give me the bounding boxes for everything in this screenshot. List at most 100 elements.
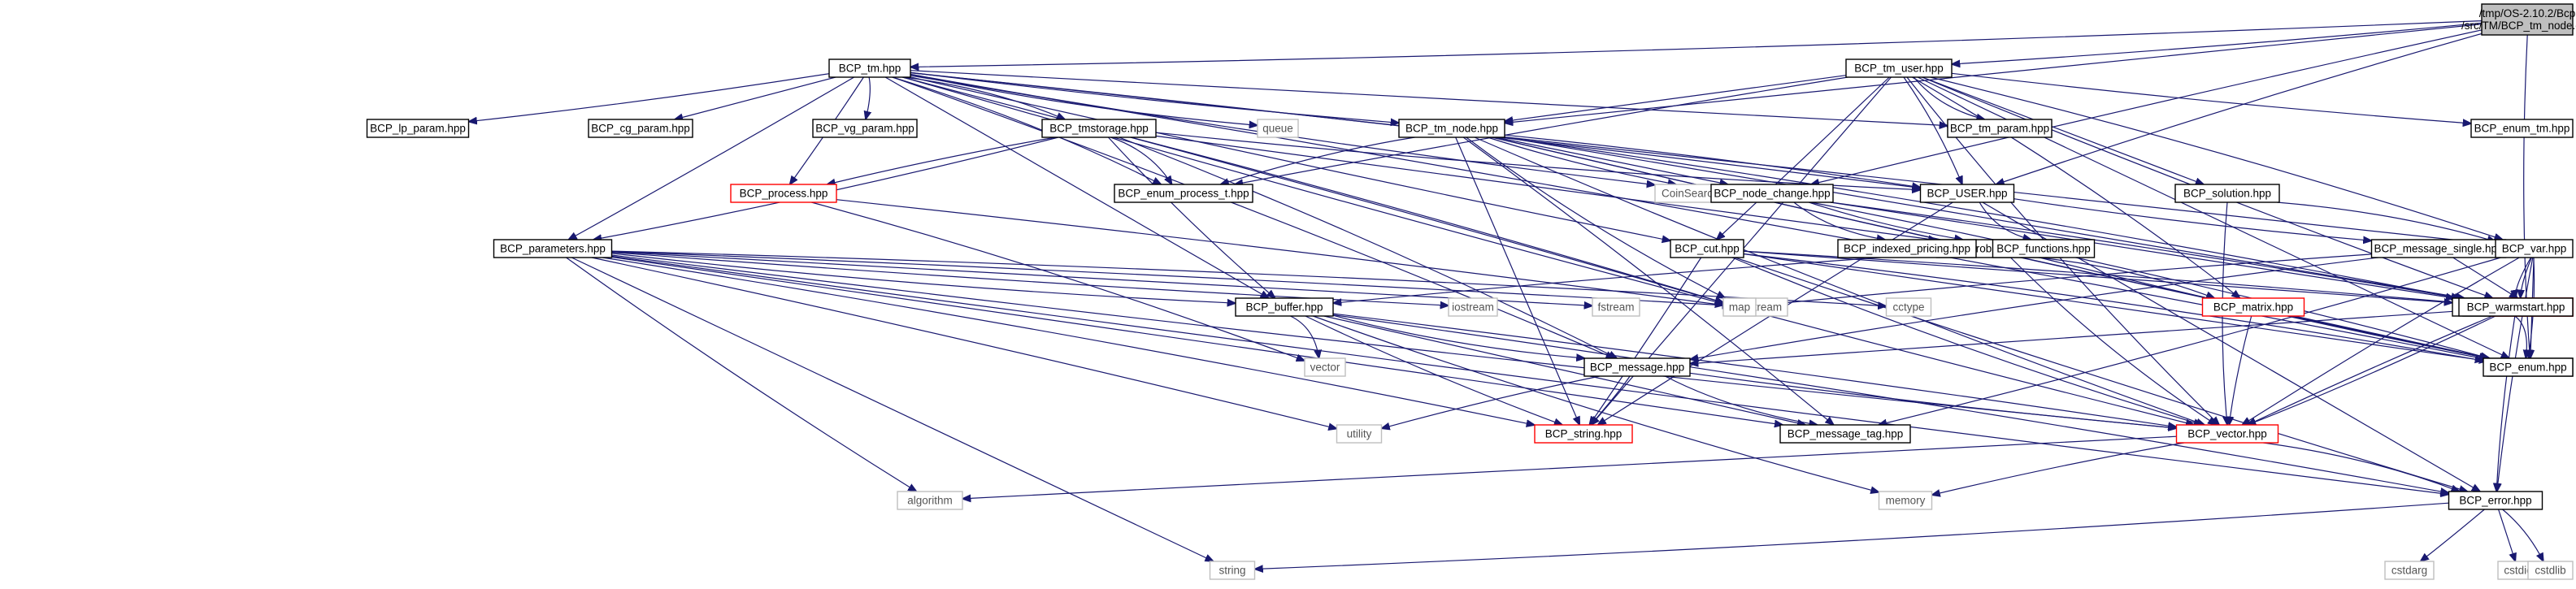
edge-bcp_vector-to-bcp_error — [2263, 442, 2459, 492]
edges-layer — [469, 20, 2543, 570]
node-label: vector — [1310, 362, 1340, 374]
node-label: map — [1729, 301, 1750, 314]
node-label: BCP_matrix.hpp — [2213, 301, 2293, 314]
node-map[interactable]: map — [1722, 297, 1757, 317]
node-bcp-solution[interactable]: BCP_solution.hpp — [2174, 184, 2280, 203]
node-box — [730, 184, 837, 203]
edge-bcp_problem_core-to-bcp_matrix — [2038, 257, 2215, 298]
node-memory[interactable]: memory — [1878, 491, 1933, 510]
edge-bcp_message-to-bcp_string — [1591, 375, 1631, 425]
node-bcp-tm-param[interactable]: BCP_tm_param.hpp — [1947, 119, 2053, 138]
node-fstream[interactable]: fstream — [1592, 297, 1640, 317]
edge-bcp_tmstorage-to-bcp_message — [1119, 136, 1617, 358]
node-bcp-vector[interactable]: BCP_vector.hpp — [2175, 424, 2279, 444]
edge-bcp_tmstorage-to-map — [1131, 136, 1723, 302]
node-label: cctype — [1892, 301, 1924, 314]
node-label: BCP_buffer.hpp — [1245, 301, 1323, 314]
edge-bcp_tm_node-to-coin_search_tree — [1487, 136, 1676, 184]
node-label: BCP_lp_param.hpp — [370, 123, 466, 135]
node-bcp-enum-tm[interactable]: BCP_enum_tm.hpp — [2470, 119, 2574, 138]
edge-bcp_buffer-to-bcp_message_tag — [1323, 315, 1806, 425]
node-iostream[interactable]: iostream — [1448, 297, 1498, 317]
node-cctype[interactable]: cctype — [1885, 297, 1932, 317]
node-bcp-string[interactable]: BCP_string.hpp — [1534, 424, 1633, 444]
node-bcp-buffer[interactable]: BCP_buffer.hpp — [1235, 297, 1334, 317]
node-box — [828, 58, 911, 78]
node-bcp-cg-param[interactable]: BCP_cg_param.hpp — [588, 119, 693, 138]
node-bcp-indexed-pricing[interactable]: BCP_indexed_pricing.hpp — [1837, 239, 1977, 258]
edge-bcp_buffer-to-bcp_message — [1332, 314, 1585, 358]
edge-bcp_tmstorage-to-bcp_buffer — [1107, 136, 1275, 298]
edge-bcp_tm-to-bcp_parameters — [568, 76, 855, 240]
node-bcp-tm-node[interactable]: BCP_tm_node.hpp — [1398, 119, 1505, 138]
edge-bcp_cut-to-bcp_vector — [1731, 257, 2202, 425]
edge-bcp_tm-to-bcp_vg_param — [866, 76, 870, 119]
node-box — [1779, 424, 1911, 444]
node-bcp-process[interactable]: BCP_process.hpp — [730, 184, 837, 203]
node-bcp-message-single[interactable]: BCP_message_single.hpp — [2370, 239, 2507, 258]
node-bcp-tm[interactable]: BCP_tm.hpp — [828, 58, 911, 78]
node-bcp-node-change[interactable]: BCP_node_change.hpp — [1710, 184, 1834, 203]
node-box — [1534, 424, 1633, 444]
edge-bcp_parameters-to-bcp_vector — [611, 254, 2177, 428]
edge-bcp_tm_user-to-bcp_cut — [1717, 76, 1890, 240]
node-label: BCP_message_tag.hpp — [1788, 428, 1904, 440]
node-bcp-message[interactable]: BCP_message.hpp — [1583, 357, 1691, 377]
node-box — [1398, 119, 1505, 138]
edge-bcp_parameters-to-bcp_string — [602, 257, 1535, 425]
node-box — [2481, 3, 2574, 36]
node-string[interactable]: string — [1209, 561, 1256, 580]
node-label: BCP_cg_param.hpp — [591, 123, 690, 135]
node-bcp-message-tag[interactable]: BCP_message_tag.hpp — [1779, 424, 1911, 444]
edge-bcp_warmstart-to-bcp_error — [2496, 315, 2516, 492]
node-label: utility — [1347, 428, 1372, 440]
edge-bcp_obj_change-to-bcp_enum — [2514, 315, 2527, 358]
node-label: BCP_error.hpp — [2459, 495, 2531, 507]
edge-bcp_tm_node-to-bcp_enum_process_t — [1220, 136, 1415, 184]
edge-bcp_tm-to-bcp_tm_node — [910, 71, 1399, 123]
node-label: BCP_cut.hpp — [1675, 243, 1740, 255]
node-label: /src/TM/BCP_tm_node.cpp — [2461, 19, 2576, 32]
node-bcp-parameters[interactable]: BCP_parameters.hpp — [493, 239, 613, 258]
edge-bcp_tm_node-to-coin_smart_ptr — [1504, 136, 2465, 298]
node-bcp-warmstart[interactable]: BCP_warmstart.hpp — [2458, 297, 2574, 317]
node-root[interactable]: /tmp/OS-2.10.2/Bcp/src/TM/BCP_tm_node.cp… — [2461, 3, 2576, 36]
node-cstdarg[interactable]: cstdarg — [2384, 561, 2435, 580]
edge-bcp_node_change-to-bcp_obj_change — [1830, 201, 2455, 298]
node-label: BCP_indexed_pricing.hpp — [1844, 243, 1970, 255]
node-bcp-tm-user[interactable]: BCP_tm_user.hpp — [1845, 58, 1953, 78]
node-box — [1878, 491, 1933, 510]
node-label: BCP_tm_param.hpp — [1950, 123, 2049, 135]
node-box — [2448, 491, 2543, 510]
edge-bcp_tm_user-to-bcp_tm_param — [1913, 76, 1984, 119]
edge-bcp_cut-to-bcp_enum — [1743, 253, 2483, 362]
node-utility[interactable]: utility — [1336, 424, 1383, 444]
node-bcp-user[interactable]: BCP_USER.hpp — [1919, 184, 2015, 203]
node-bcp-error[interactable]: BCP_error.hpp — [2448, 491, 2543, 510]
node-label: algorithm — [907, 495, 953, 507]
node-label: BCP_process.hpp — [740, 188, 828, 200]
node-label: fstream — [1597, 301, 1634, 314]
node-box — [1837, 239, 1977, 258]
node-bcp-functions[interactable]: BCP_functions.hpp — [1992, 239, 2096, 258]
node-box — [1041, 119, 1157, 138]
node-queue[interactable]: queue — [1257, 119, 1299, 138]
node-cstdlib[interactable]: cstdlib — [2527, 561, 2574, 580]
node-bcp-enum[interactable]: BCP_enum.hpp — [2483, 357, 2574, 377]
node-bcp-matrix[interactable]: BCP_matrix.hpp — [2201, 297, 2305, 317]
node-vector[interactable]: vector — [1304, 357, 1346, 377]
node-bcp-cut[interactable]: BCP_cut.hpp — [1670, 239, 1744, 258]
node-bcp-vg-param[interactable]: BCP_vg_param.hpp — [812, 119, 918, 138]
node-box — [493, 239, 613, 258]
node-label: memory — [1886, 495, 1926, 507]
node-bcp-tmstorage[interactable]: BCP_tmstorage.hpp — [1041, 119, 1157, 138]
node-box — [588, 119, 693, 138]
node-algorithm[interactable]: algorithm — [897, 491, 963, 510]
node-bcp-enum-process-t[interactable]: BCP_enum_process_t.hpp — [1114, 184, 1253, 203]
node-bcp-var[interactable]: BCP_var.hpp — [2495, 239, 2574, 258]
edge-bcp_tm_user-to-bcp_enum_process_t — [1235, 76, 1848, 184]
edge-bcp_tm-to-bcp_tm_param — [910, 70, 1948, 126]
edge-bcp_var-to-bcp_message_tag — [1879, 257, 2501, 425]
node-label: BCP_tm.hpp — [839, 63, 901, 75]
node-bcp-lp-param[interactable]: BCP_lp_param.hpp — [366, 119, 470, 138]
